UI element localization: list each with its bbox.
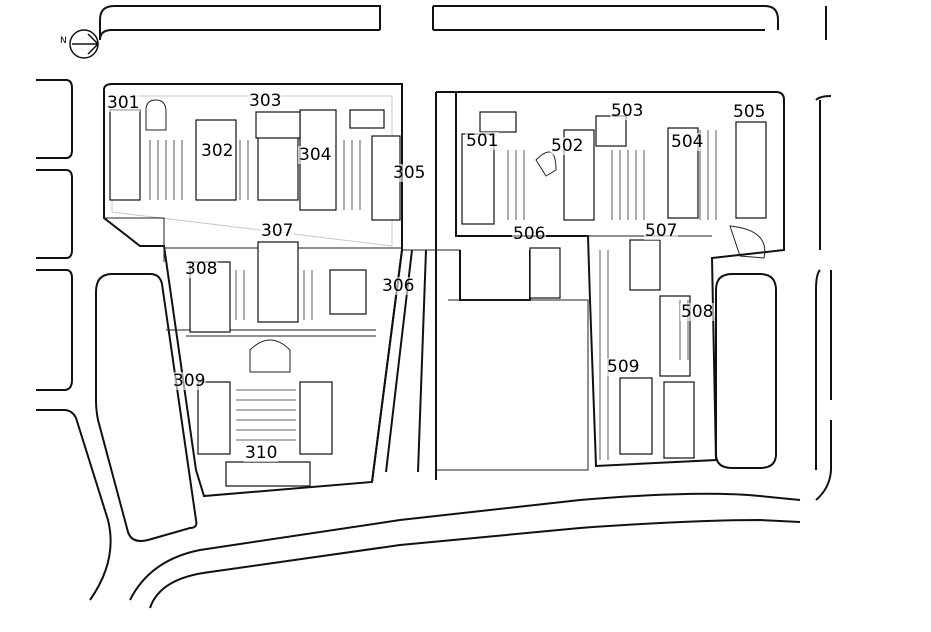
building-label-501[interactable]: 501 (465, 131, 500, 151)
building-label-504[interactable]: 504 (670, 132, 705, 152)
north-arrow-icon (58, 28, 104, 60)
building-label-306[interactable]: 306 (381, 276, 416, 296)
building-label-506[interactable]: 506 (512, 224, 547, 244)
north-letter: N (60, 36, 67, 46)
building-label-307[interactable]: 307 (260, 221, 295, 241)
east-block (455, 91, 785, 468)
building-label-507[interactable]: 507 (644, 221, 679, 241)
building-label-509[interactable]: 509 (606, 357, 641, 377)
building-label-505[interactable]: 505 (732, 102, 767, 122)
building-label-502[interactable]: 502 (550, 136, 585, 156)
building-label-503[interactable]: 503 (610, 101, 645, 121)
building-label-309[interactable]: 309 (172, 371, 207, 391)
street-network (36, 5, 832, 609)
building-label-302[interactable]: 302 (200, 141, 235, 161)
building-label-305[interactable]: 305 (392, 163, 427, 183)
west-block (103, 83, 403, 498)
building-label-301[interactable]: 301 (106, 93, 141, 113)
building-label-308[interactable]: 308 (184, 259, 219, 279)
building-label-508[interactable]: 508 (680, 302, 715, 322)
building-label-310[interactable]: 310 (244, 443, 279, 463)
building-label-304[interactable]: 304 (298, 145, 333, 165)
central-strip (371, 84, 589, 483)
building-label-303[interactable]: 303 (248, 91, 283, 111)
